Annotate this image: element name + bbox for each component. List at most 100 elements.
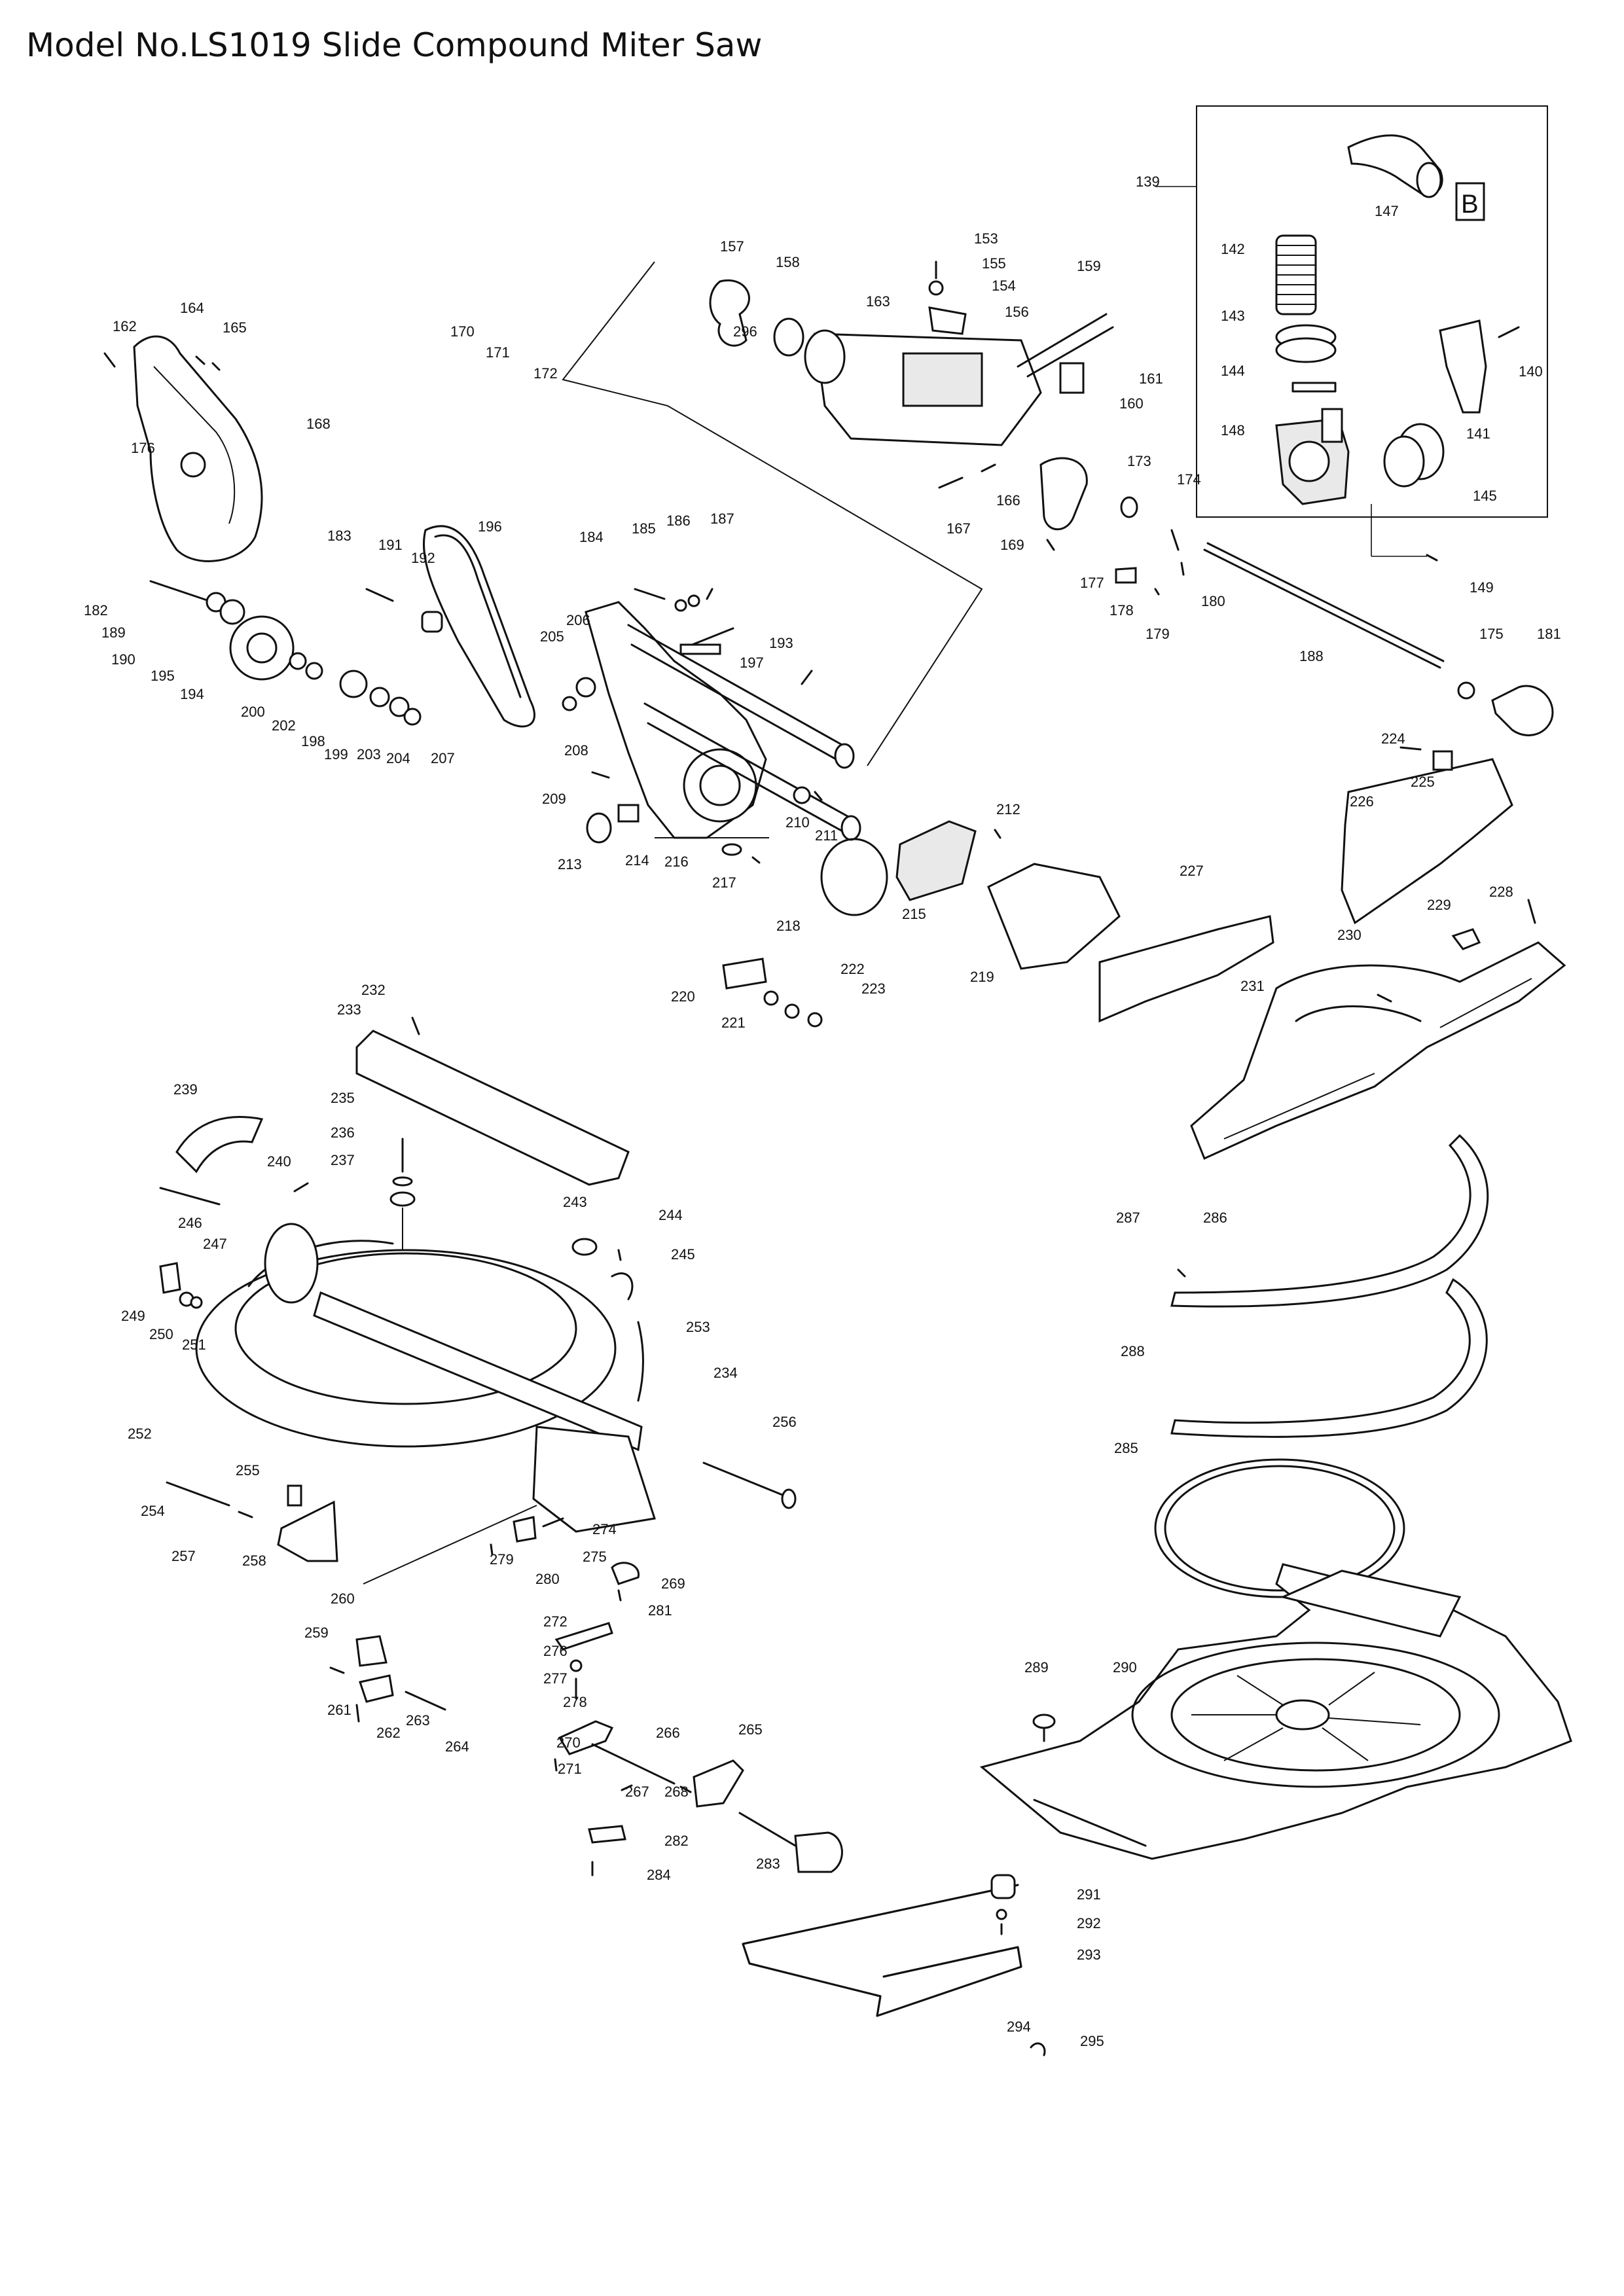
part-number-260: 260 [331,1590,355,1607]
part-number-250: 250 [149,1326,173,1342]
part-number-252: 252 [128,1426,152,1442]
part-number-286: 286 [1203,1210,1227,1226]
part-number-285: 285 [1114,1440,1138,1456]
part-number-145: 145 [1473,488,1497,504]
part-number-236: 236 [331,1124,355,1141]
part-number-162: 162 [113,318,137,334]
part-number-142: 142 [1221,241,1245,257]
part-number-209: 209 [542,791,566,807]
part-number-283: 283 [756,1856,780,1872]
part-number-227: 227 [1180,863,1204,879]
part-number-207: 207 [431,750,455,766]
section-b-letter: B [1461,190,1479,219]
part-number-189: 189 [101,624,126,641]
part-number-159: 159 [1077,258,1101,274]
part-number-212: 212 [996,801,1020,817]
part-number-224: 224 [1381,730,1405,747]
part-number-219: 219 [970,969,994,985]
part-number-292: 292 [1077,1915,1101,1931]
part-number-205: 205 [540,628,564,645]
part-number-269: 269 [661,1575,685,1592]
part-number-243: 243 [563,1194,587,1210]
part-number-147: 147 [1375,203,1399,219]
part-number-183: 183 [327,528,352,544]
part-number-240: 240 [267,1153,291,1170]
part-number-168: 168 [306,416,331,432]
part-number-279: 279 [490,1551,514,1568]
part-number-185: 185 [632,520,656,537]
part-number-211: 211 [815,827,838,844]
part-number-229: 229 [1427,897,1451,913]
lock-mechanism-group [166,1481,1046,2056]
part-number-220: 220 [671,988,695,1005]
part-number-208: 208 [564,742,588,759]
part-number-172: 172 [533,365,558,382]
part-number-237: 237 [331,1152,355,1168]
part-number-161: 161 [1139,370,1163,387]
part-number-160: 160 [1119,395,1144,412]
part-number-221: 221 [721,1014,746,1031]
part-number-141: 141 [1466,425,1490,442]
fence-group [1098,746,1566,1160]
part-number-268: 268 [664,1784,689,1800]
hose-142 [1275,234,1317,315]
part-number-247: 247 [203,1236,227,1252]
part-number-259: 259 [304,1624,329,1641]
part-number-170: 170 [450,323,475,340]
part-number-245: 245 [671,1246,695,1263]
part-number-228: 228 [1489,884,1513,900]
part-number-171: 171 [486,344,510,361]
part-number-291: 291 [1077,1886,1101,1903]
part-number-264: 264 [445,1738,469,1755]
part-number-195: 195 [151,668,175,684]
part-number-149: 149 [1470,579,1494,596]
part-number-165: 165 [223,319,247,336]
part-number-167: 167 [947,520,971,537]
part-number-214: 214 [625,852,649,869]
part-number-239: 239 [173,1081,198,1098]
part-number-277: 277 [543,1670,568,1687]
part-number-140: 140 [1519,363,1543,380]
part-number-280: 280 [535,1571,560,1587]
part-number-215: 215 [902,906,926,922]
part-number-249: 249 [121,1308,145,1324]
part-number-153: 153 [974,230,998,247]
part-number-175: 175 [1479,626,1504,642]
part-number-198: 198 [301,733,325,749]
part-number-176: 176 [131,440,155,456]
part-number-186: 186 [666,512,691,529]
part-number-244: 244 [659,1207,683,1223]
part-number-180: 180 [1201,593,1225,609]
part-number-235: 235 [331,1090,355,1106]
section-b-box [1455,182,1485,221]
page-title: Model No.LS1019 Slide Compound Miter Saw [26,26,763,64]
part-number-255: 255 [236,1462,260,1479]
part-number-184: 184 [579,529,604,545]
part-number-261: 261 [327,1702,352,1718]
part-number-222: 222 [840,961,865,977]
part-number-154: 154 [992,278,1016,294]
part-number-199: 199 [324,746,348,762]
part-number-254: 254 [141,1503,165,1519]
part-number-156: 156 [1005,304,1029,320]
part-number-282: 282 [664,1833,689,1849]
part-number-203: 203 [357,746,381,762]
part-number-206: 206 [566,612,590,628]
part-number-187: 187 [710,511,734,527]
part-number-293: 293 [1077,1946,1101,1963]
part-number-204: 204 [386,750,410,766]
pulley-group [149,525,535,728]
part-number-213: 213 [558,856,582,872]
dust-collection-box-group: B [1155,105,1548,562]
part-number-278: 278 [563,1694,587,1710]
part-number-223: 223 [861,980,886,997]
part-number-191: 191 [378,537,403,553]
part-number-231: 231 [1240,978,1265,994]
part-number-295: 295 [1080,2033,1104,2049]
part-number-263: 263 [406,1712,430,1729]
belt-cover-group [103,335,263,562]
part-number-164: 164 [180,300,204,316]
part-number-234: 234 [713,1365,738,1381]
part-number-179: 179 [1146,626,1170,642]
